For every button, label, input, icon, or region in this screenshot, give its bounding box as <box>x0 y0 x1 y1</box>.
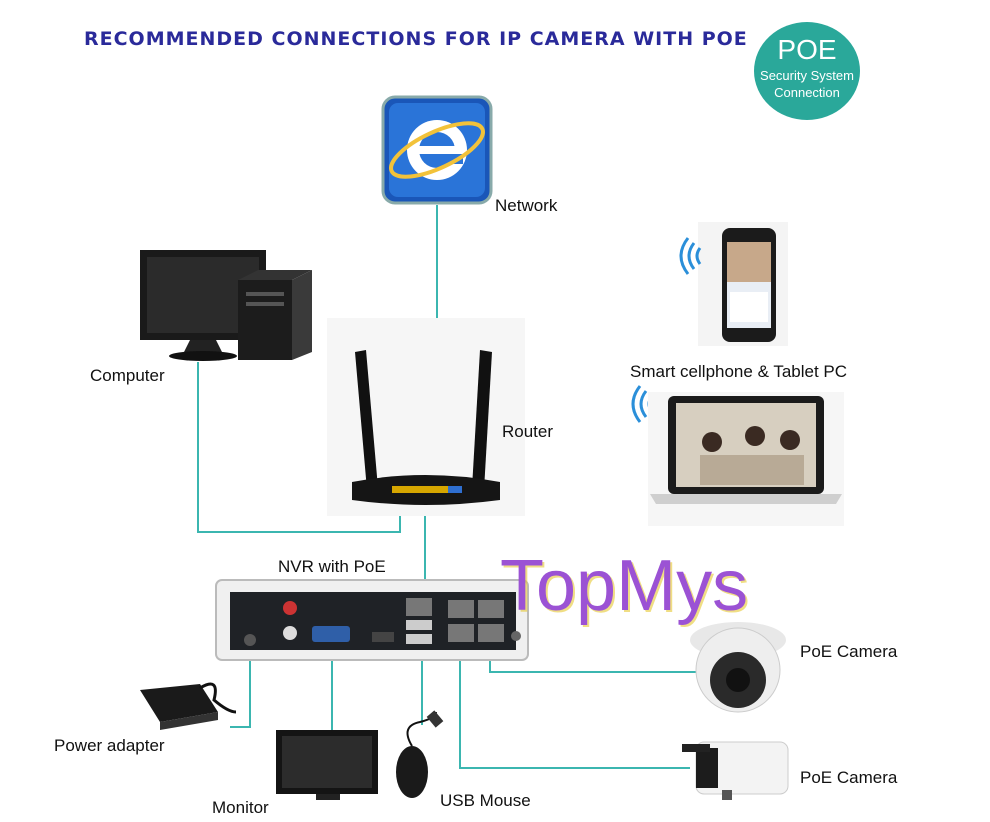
computer-device <box>140 250 312 361</box>
smartphone-device <box>698 222 788 346</box>
network-icon <box>381 95 493 205</box>
dome-camera-device <box>690 622 786 713</box>
label-smart-devices: Smart cellphone & Tablet PC <box>630 362 848 381</box>
label-router: Router <box>502 422 554 441</box>
label-poe-camera-1: PoE Camera <box>800 642 898 661</box>
watermark: TopMys <box>500 546 749 626</box>
monitor-device <box>276 730 378 800</box>
wifi-icon-phone <box>679 237 702 275</box>
label-computer: Computer <box>90 366 165 385</box>
usb-mouse-device <box>396 710 444 798</box>
badge-line-1: POE <box>777 34 837 65</box>
badge-line-3: Connection <box>774 85 840 100</box>
label-monitor: Monitor <box>212 798 269 817</box>
nvr-to-power-line <box>230 650 251 728</box>
power-adapter-device <box>140 682 237 730</box>
laptop-device <box>648 392 844 526</box>
bullet-camera-device <box>682 741 789 800</box>
label-poe-camera-2: PoE Camera <box>800 768 898 787</box>
router-device <box>327 318 525 516</box>
label-usb-mouse: USB Mouse <box>440 791 531 810</box>
label-power-adapter: Power adapter <box>54 736 165 755</box>
nvr-device <box>215 579 529 661</box>
diagram-title: RECOMMENDED CONNECTIONS FOR IP CAMERA WI… <box>84 28 748 50</box>
label-nvr: NVR with PoE <box>278 557 386 576</box>
label-network: Network <box>495 196 558 215</box>
badge-line-2: Security System <box>760 68 854 83</box>
poe-badge: POE Security System Connection <box>754 22 860 120</box>
nvr-to-camera2-line <box>459 640 690 769</box>
